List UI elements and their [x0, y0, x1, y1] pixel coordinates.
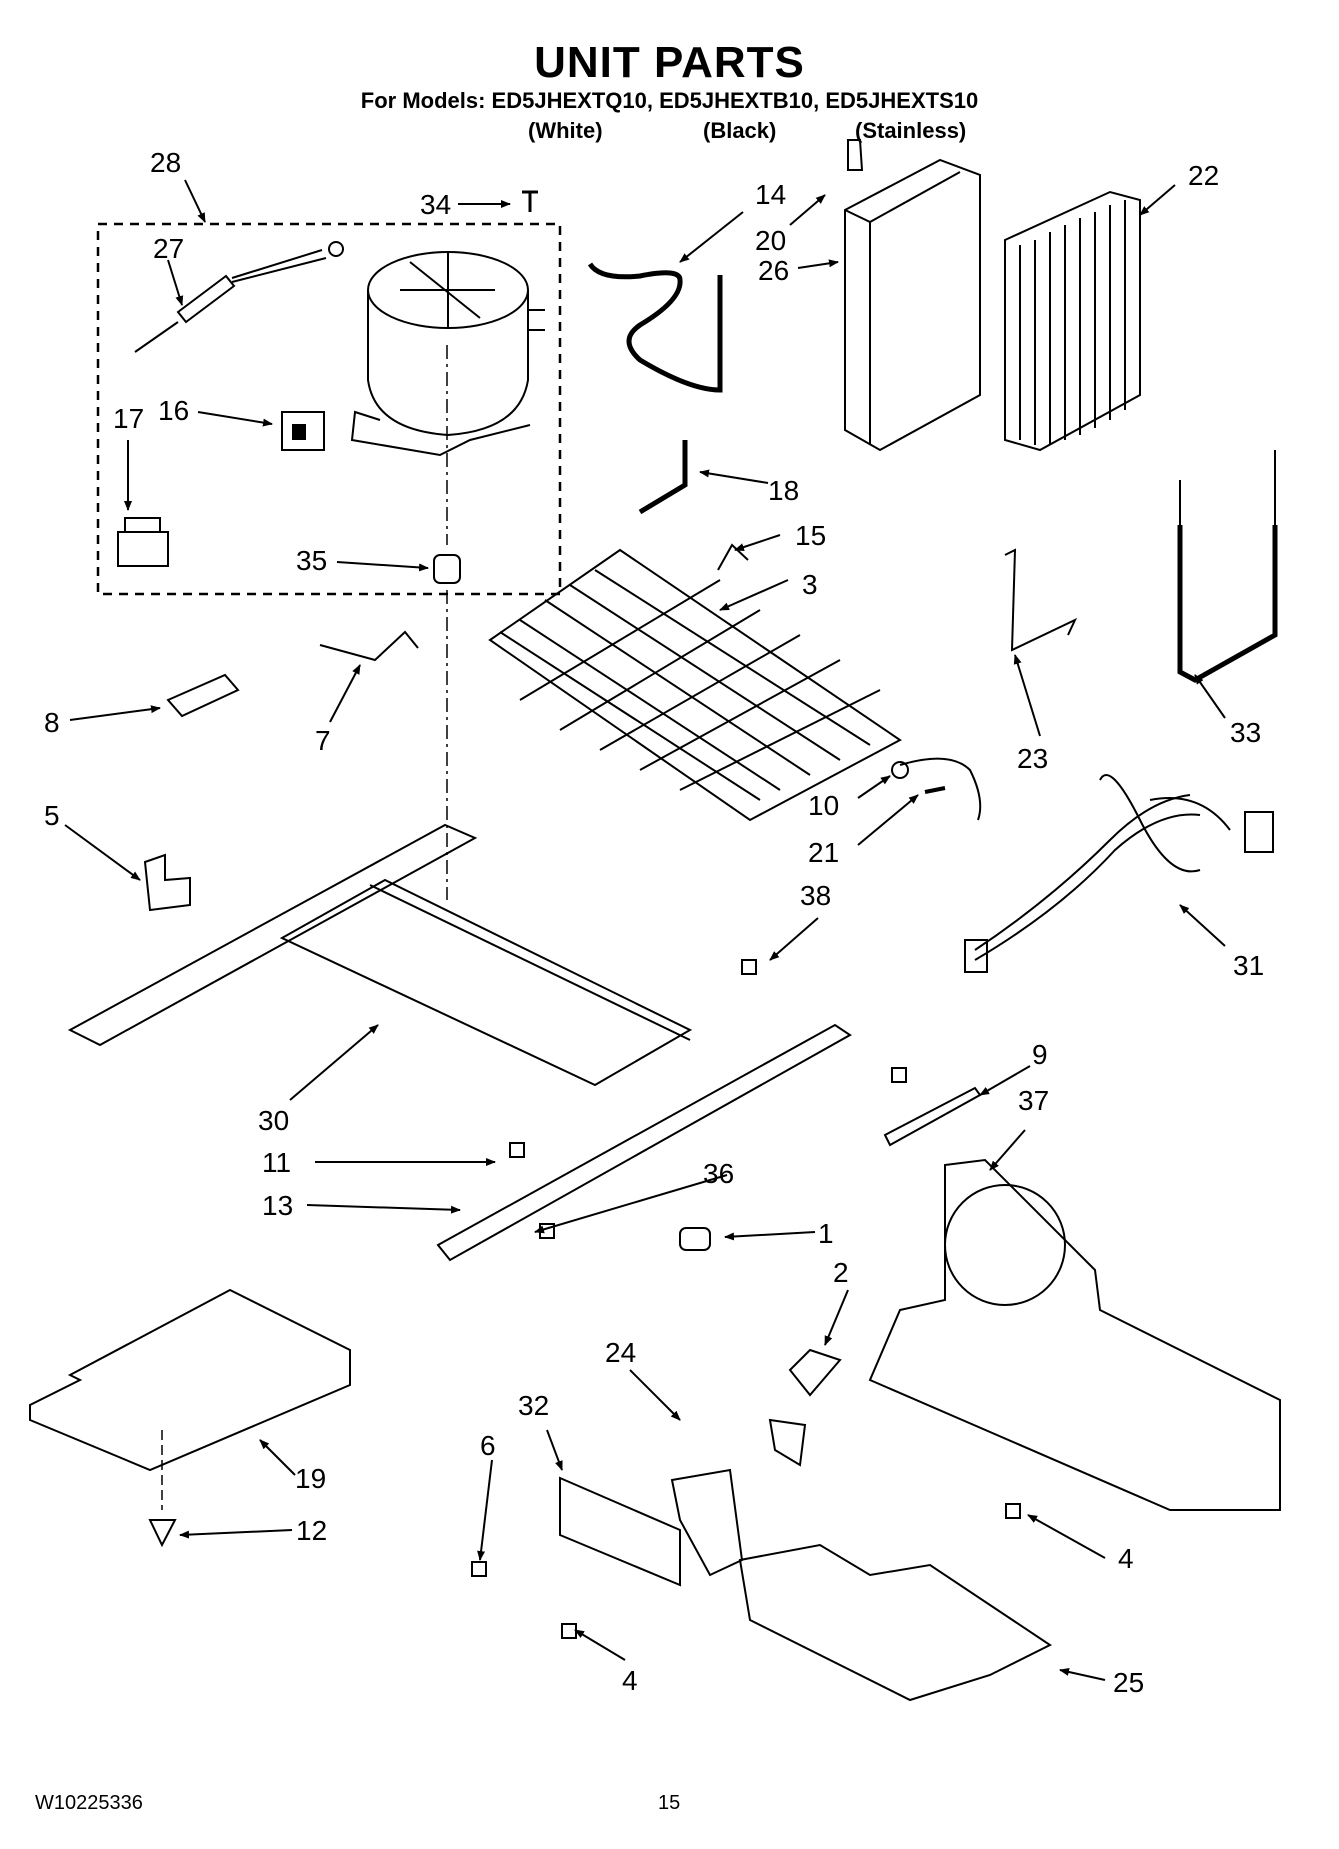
callout-4-right: 4: [1118, 1543, 1134, 1574]
callout-8: 8: [44, 707, 60, 738]
callout-9: 9: [1032, 1039, 1048, 1070]
callout-7: 7: [315, 725, 331, 756]
callout-31: 31: [1233, 950, 1264, 981]
callout-15: 15: [795, 520, 826, 551]
callout-22: 22: [1188, 160, 1219, 191]
models-line: For Models: ED5JHEXTQ10, ED5JHEXTB10, ED…: [360, 88, 979, 113]
grommet-drawing: [433, 554, 461, 584]
relay-drawing: [281, 411, 325, 451]
overload-drawing: [117, 531, 169, 567]
compressor-drawing: [350, 251, 545, 457]
drier-drawing: [134, 241, 344, 353]
callout-18: 18: [768, 475, 799, 506]
callout-3: 3: [802, 569, 818, 600]
variant-black: (Black): [703, 118, 777, 143]
callout-25: 25: [1113, 1667, 1144, 1698]
callout-36: 36: [703, 1158, 734, 1189]
callout-28: 28: [150, 147, 181, 178]
callout-1: 1: [818, 1218, 834, 1249]
page-number: 15: [658, 1792, 681, 1814]
insulation-pad-drawing: [29, 1288, 351, 1472]
drain-pan-drawing: [738, 1543, 1052, 1702]
callout-11: 11: [262, 1147, 291, 1178]
callout-16: 16: [158, 395, 189, 426]
variant-stainless: (Stainless): [855, 118, 967, 143]
callout-32: 32: [518, 1390, 549, 1421]
callout-21: 21: [808, 837, 839, 868]
callout-20: 20: [755, 225, 786, 256]
callout-13: 13: [262, 1190, 293, 1221]
callout-19: 19: [295, 1463, 326, 1494]
variant-white: (White): [528, 118, 603, 143]
evaporator-drawing: [488, 548, 902, 822]
callout-6: 6: [480, 1430, 496, 1461]
callout-26: 26: [758, 255, 789, 286]
callout-10: 10: [808, 790, 839, 821]
document-number: W10225336: [35, 1792, 143, 1814]
callout-5: 5: [44, 800, 60, 831]
page-title: UNIT PARTS: [534, 38, 805, 87]
fan-blade-drawing: [768, 1348, 842, 1467]
callout-12: 12: [296, 1515, 327, 1546]
callout-37: 37: [1018, 1085, 1049, 1116]
frame-rails-drawing: [67, 823, 852, 1262]
callout-2: 2: [833, 1257, 849, 1288]
callout-14: 14: [755, 179, 786, 210]
callout-4-bottom: 4: [622, 1665, 638, 1696]
callout-24: 24: [605, 1337, 636, 1368]
fan-shroud-drawing: [868, 1158, 1281, 1511]
callout-23: 23: [1017, 743, 1048, 774]
callout-17: 17: [113, 403, 144, 434]
tube-drawing: [587, 262, 723, 393]
callout-27: 27: [153, 233, 184, 264]
callout-35: 35: [296, 545, 327, 576]
callout-38: 38: [800, 880, 831, 911]
condenser-drawing: [1004, 190, 1141, 452]
callout-33: 33: [1230, 717, 1261, 748]
callout-30: 30: [258, 1105, 289, 1136]
wire-harness-drawing: [964, 774, 1274, 973]
condenser-shroud-drawing: [844, 139, 981, 452]
callout-34: 34: [420, 189, 451, 220]
compressor-kit-box: [96, 222, 562, 596]
